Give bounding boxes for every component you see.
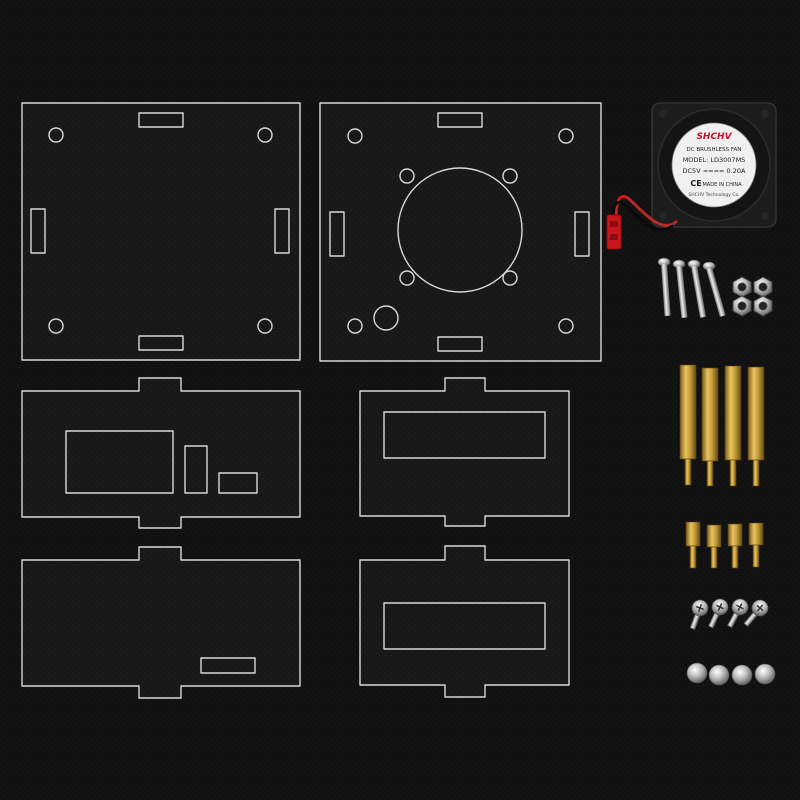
fan-maker: SHCHV Technology Co. <box>688 192 739 198</box>
short-screws <box>689 598 769 630</box>
long-screws <box>657 257 726 319</box>
acrylic-plate-bottom-left <box>21 546 301 699</box>
cooling-fan: SHCHV DC BRUSHLESS FAN MODEL: LD3007MS D… <box>651 102 777 228</box>
fan-origin: MADE IN CHINA <box>702 182 742 188</box>
hex-nuts <box>732 276 773 317</box>
fan-type-line: DC BRUSHLESS FAN <box>687 147 742 153</box>
acrylic-plate-slot-bottom <box>359 545 570 698</box>
fan-connector <box>606 214 622 250</box>
acrylic-plate-top-left <box>21 102 301 361</box>
acrylic-plate-fan-mount <box>319 102 602 362</box>
fan-model: MODEL: LD3007MS <box>683 156 746 164</box>
fan-ce-mark: CE <box>690 179 701 188</box>
fan-wires <box>611 195 678 232</box>
long-brass-standoffs <box>679 364 765 487</box>
short-brass-standoffs <box>685 521 764 569</box>
acrylic-plate-slot-middle <box>359 377 570 527</box>
fan-brand: SHCHV <box>696 132 732 142</box>
acrylic-plate-ports-left <box>21 377 301 529</box>
cap-nuts <box>686 662 776 686</box>
fan-label <box>671 122 757 208</box>
fan-rating: DC5V ==== 0.20A <box>683 167 747 175</box>
